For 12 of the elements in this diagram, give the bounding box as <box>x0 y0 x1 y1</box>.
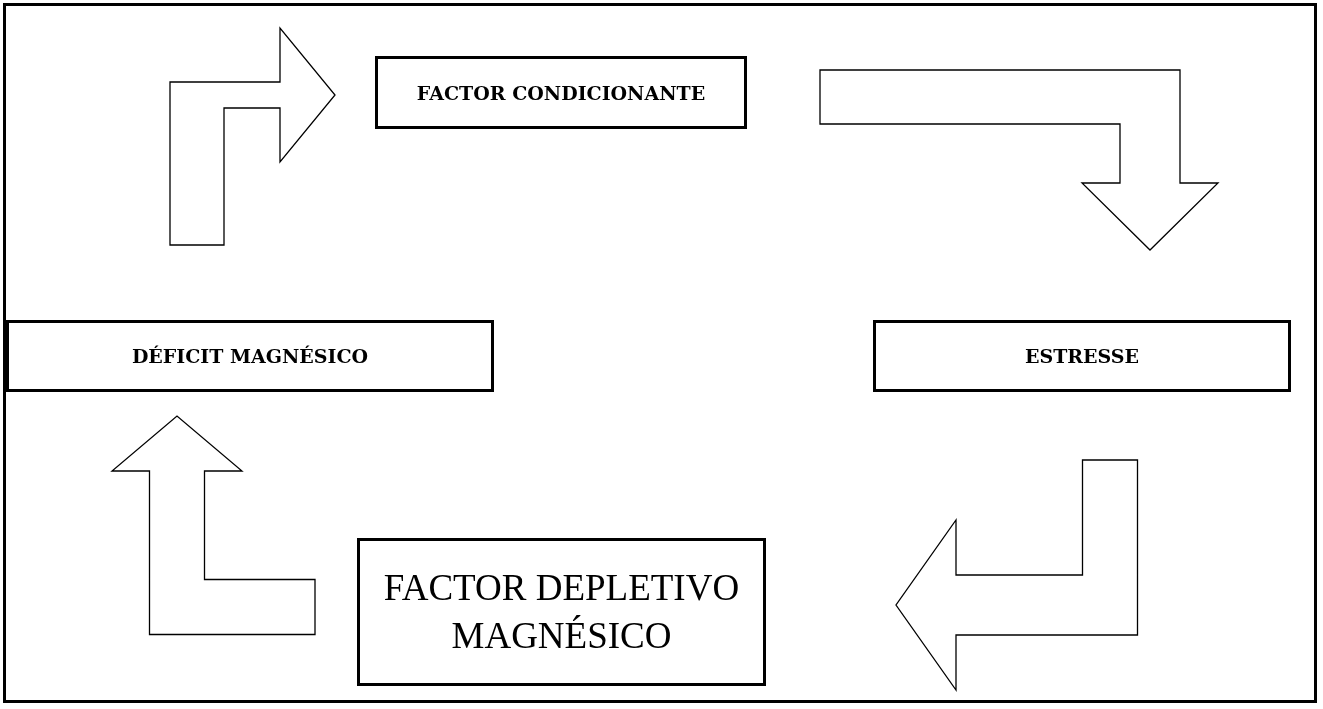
box-label: ESTRESSE <box>1024 345 1140 367</box>
block-arrow <box>895 459 1139 693</box>
box-label: FACTOR DEPLETIVO MAGNÉSICO <box>382 565 741 658</box>
process-box <box>6 320 494 392</box>
block-arrow <box>819 69 1220 251</box>
process-box <box>375 56 747 129</box>
process-box <box>873 320 1291 392</box>
box-label: DÉFICIT MAGNÉSICO <box>131 345 369 367</box>
box-label: FACTOR CONDICIONANTE <box>416 81 706 104</box>
process-box <box>357 538 766 686</box>
block-arrow <box>110 415 316 636</box>
block-arrow <box>169 26 336 246</box>
